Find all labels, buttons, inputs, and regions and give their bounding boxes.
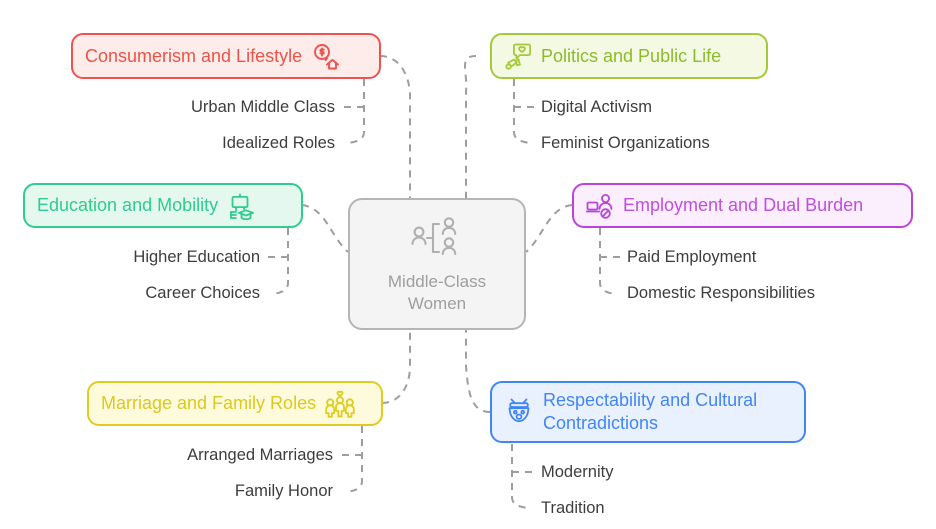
branch-label-respectability: Respectability and Cultural Contradictio…	[543, 389, 757, 436]
link-employment-subs	[599, 228, 617, 295]
subitem-label: Paid Employment	[627, 248, 757, 266]
link-education-subs	[271, 228, 289, 295]
branch-label-respectability-line1: Respectability and Cultural	[543, 389, 758, 410]
branch-node-education[interactable]: Education and Mobility	[23, 183, 303, 228]
org-people-icon	[408, 214, 466, 267]
link-politics	[464, 55, 477, 198]
megaphone-heart-icon	[504, 42, 532, 70]
central-label-line1: Middle-Class	[387, 272, 487, 292]
subitem-digital-activism: Digital Activism	[541, 99, 652, 116]
subitem-higher-education: Higher Education	[0, 249, 260, 266]
branch-label-respectability-line2: Contradictions	[543, 413, 659, 433]
branch-label-marriage: Marriage and Family Roles	[101, 393, 317, 414]
subitem-paid-employment: Paid Employment	[627, 249, 756, 266]
link-consumerism	[379, 55, 411, 198]
central-label-line2: Women	[407, 293, 467, 313]
branch-node-marriage[interactable]: Marriage and Family Roles	[87, 381, 383, 426]
subitem-career-choices: Career Choices	[0, 285, 260, 302]
subitem-label: Modernity	[541, 463, 614, 481]
link-consumerism-subs	[347, 79, 365, 144]
masked-face-icon	[504, 397, 534, 427]
subitem-urban-middle-class: Urban Middle Class	[35, 99, 335, 116]
link-employment	[525, 204, 573, 253]
link-education	[301, 204, 349, 253]
subitem-label: Family Honor	[234, 482, 333, 500]
link-politics-subs	[513, 79, 531, 144]
subitem-label: Tradition	[541, 499, 605, 517]
subitem-label: Arranged Marriages	[187, 446, 333, 464]
branch-node-employment[interactable]: Employment and Dual Burden	[572, 183, 913, 228]
subitem-label: Higher Education	[133, 248, 260, 266]
subitem-label: Urban Middle Class	[191, 98, 335, 116]
central-node[interactable]: Middle-Class Women	[348, 198, 526, 330]
subitem-arranged-marriages: Arranged Marriages	[35, 447, 333, 464]
branch-node-politics[interactable]: Politics and Public Life	[490, 33, 768, 79]
subitem-idealized-roles: Idealized Roles	[35, 135, 335, 152]
laptop-person-icon	[586, 192, 614, 220]
money-house-icon	[311, 42, 340, 70]
branch-label-consumerism: Consumerism and Lifestyle	[85, 45, 303, 66]
family-heart-icon	[325, 390, 355, 418]
branch-label-employment: Employment and Dual Burden	[623, 195, 864, 216]
subitem-label: Career Choices	[145, 284, 260, 302]
subitem-family-honor: Family Honor	[35, 483, 333, 500]
subitem-label: Digital Activism	[541, 98, 652, 116]
subitem-tradition: Tradition	[541, 500, 605, 517]
graduation-board-icon	[227, 192, 255, 220]
link-respectability	[465, 330, 491, 413]
link-marriage-subs	[345, 426, 363, 493]
subitem-modernity: Modernity	[541, 464, 613, 481]
branch-label-education: Education and Mobility	[37, 195, 219, 216]
branch-label-politics: Politics and Public Life	[541, 45, 722, 66]
subitem-label: Domestic Responsibilities	[627, 284, 815, 302]
branch-node-consumerism[interactable]: Consumerism and Lifestyle	[71, 33, 381, 79]
branch-node-respectability[interactable]: Respectability and Cultural Contradictio…	[490, 381, 806, 443]
subitem-label: Feminist Organizations	[541, 134, 710, 152]
link-respectability-subs	[511, 444, 529, 509]
link-marriage	[381, 330, 411, 404]
subitem-feminist-organizations: Feminist Organizations	[541, 135, 710, 152]
subitem-domestic-responsibilities: Domestic Responsibilities	[627, 285, 815, 302]
subitem-label: Idealized Roles	[222, 134, 335, 152]
